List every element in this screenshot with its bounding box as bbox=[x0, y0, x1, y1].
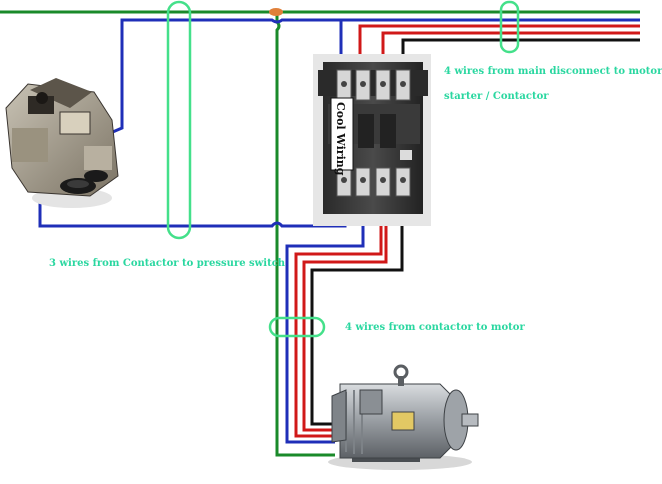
electric-motor bbox=[328, 364, 479, 470]
contactor-brand-text: Cool Wiring bbox=[334, 102, 347, 176]
wiring-diagram: Cool Wiring 4 wires from main disconnect… bbox=[0, 0, 662, 470]
diagram-canvas: Cool Wiring bbox=[0, 0, 640, 470]
label-main-disconnect-line1: 4 wires from main disconnect to motor bbox=[444, 66, 662, 77]
label-pressure-switch: 3 wires from Contactor to pressure switc… bbox=[49, 258, 286, 269]
pressure-switch bbox=[5, 78, 119, 208]
motor-red-wire bbox=[294, 195, 383, 438]
label-main-disconnect-line2: starter / Contactor bbox=[444, 91, 549, 102]
label-main-disconnect: 4 wires from main disconnect to motor st… bbox=[444, 64, 662, 104]
clamp-main-disconnect bbox=[499, 0, 520, 54]
motor-blue-wire bbox=[285, 195, 365, 444]
label-motor: 4 wires from contactor to motor bbox=[345, 322, 525, 333]
contactor-label-strip bbox=[330, 97, 354, 171]
crossover-dot bbox=[269, 8, 283, 16]
clamp-pressure-switch bbox=[166, 0, 192, 240]
motor-red-wire-2 bbox=[302, 195, 388, 432]
motor-black-wire bbox=[310, 195, 404, 426]
clamp-motor bbox=[268, 316, 326, 338]
contactor: Cool Wiring bbox=[313, 54, 431, 226]
